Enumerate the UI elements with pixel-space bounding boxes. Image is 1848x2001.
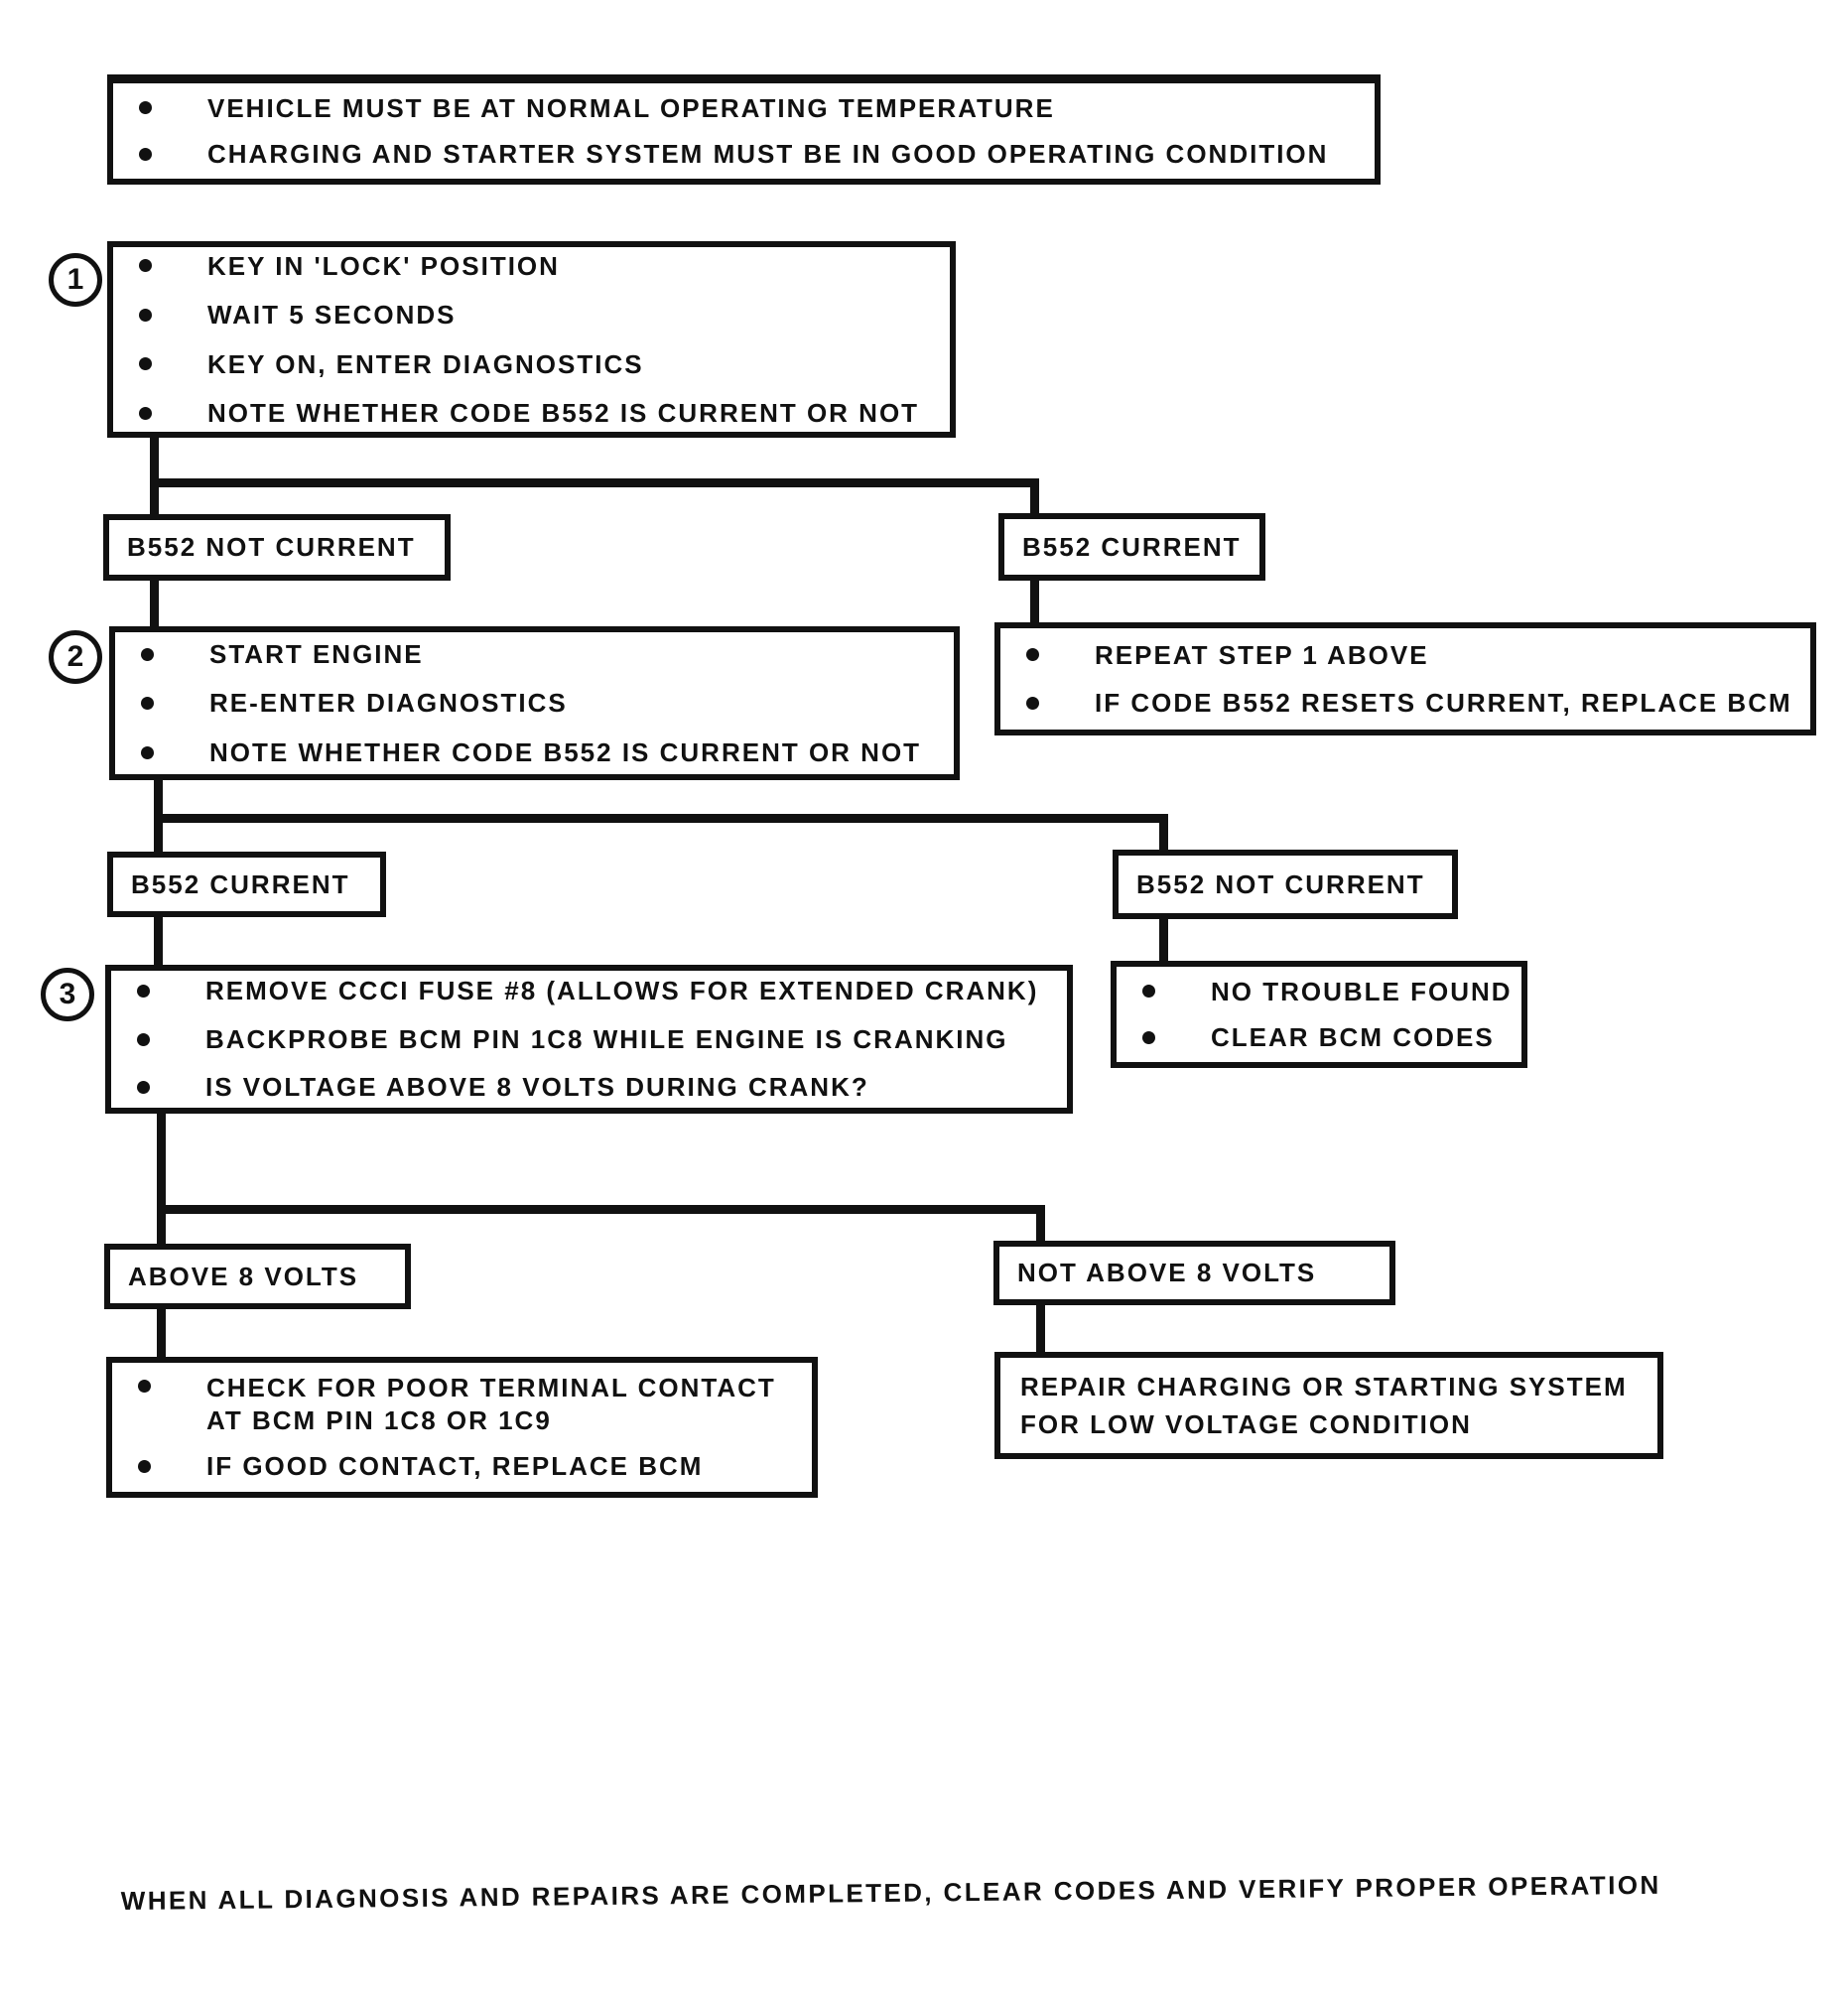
list-item: IF CODE B552 RESETS CURRENT, REPLACE BCM <box>1026 687 1810 720</box>
step1-number-circle: 1 <box>49 253 102 307</box>
bullet-icon <box>1026 696 1039 710</box>
bullet-text: CLEAR BCM CODES <box>1211 1022 1495 1052</box>
list-item: IF GOOD CONTACT, REPLACE BCM <box>138 1450 812 1483</box>
branch-label-text: B552 CURRENT <box>1022 531 1242 562</box>
step3-number-circle: 3 <box>41 968 94 1021</box>
list-item: KEY ON, ENTER DIAGNOSTICS <box>139 348 950 381</box>
list-item: NOTE WHETHER CODE B552 IS CURRENT OR NOT <box>141 736 954 769</box>
bullet-icon <box>139 406 152 420</box>
bullet-text: KEY IN 'LOCK' POSITION <box>207 250 560 281</box>
list-item: CLEAR BCM CODES <box>1142 1021 1521 1054</box>
connector-current2-down <box>154 915 163 969</box>
list-item: START ENGINE <box>141 638 954 671</box>
connector-branch3-horizontal <box>157 1205 1045 1214</box>
check-contact-box: CHECK FOR POOR TERMINAL CONTACT AT BCM P… <box>106 1357 818 1498</box>
branch-label-text: B552 NOT CURRENT <box>1136 868 1425 899</box>
list-item: KEY IN 'LOCK' POSITION <box>139 250 950 283</box>
connector-notcurrent1-down <box>150 579 159 630</box>
bullet-icon <box>138 1380 151 1394</box>
bullet-icon <box>139 308 152 322</box>
branch3-left-label: ABOVE 8 VOLTS <box>104 1244 411 1309</box>
branch1-right-label: B552 CURRENT <box>998 513 1265 581</box>
list-item: NO TROUBLE FOUND <box>1142 976 1521 1008</box>
connector-branch2-right-down <box>1159 814 1168 854</box>
bullet-icon <box>1142 1030 1155 1044</box>
bullet-icon <box>141 745 154 759</box>
bullet-icon <box>141 697 154 710</box>
bullet-icon <box>139 357 152 371</box>
step-number: 2 <box>66 640 84 673</box>
bullet-text: RE-ENTER DIAGNOSTICS <box>209 688 568 719</box>
bullet-icon <box>137 985 150 998</box>
list-item: REPEAT STEP 1 ABOVE <box>1026 639 1810 672</box>
list-item: BACKPROBE BCM PIN 1C8 WHILE ENGINE IS CR… <box>137 1023 1067 1056</box>
bullet-text: CHARGING AND STARTER SYSTEM MUST BE IN G… <box>207 139 1329 169</box>
bullet-text: REMOVE CCCI FUSE #8 (ALLOWS FOR EXTENDED… <box>205 976 1039 1006</box>
branch-label-text: B552 CURRENT <box>131 868 350 899</box>
step-number: 3 <box>59 978 76 1010</box>
list-item: REMOVE CCCI FUSE #8 (ALLOWS FOR EXTENDED… <box>137 975 1067 1007</box>
step1-box: KEY IN 'LOCK' POSITION WAIT 5 SECONDS KE… <box>107 241 956 438</box>
bullet-icon <box>139 101 152 115</box>
bullet-icon <box>137 1081 150 1094</box>
list-item: NOTE WHETHER CODE B552 IS CURRENT OR NOT <box>139 397 950 430</box>
repeat-step1-box: REPEAT STEP 1 ABOVE IF CODE B552 RESETS … <box>994 622 1816 735</box>
connector-step3-down <box>157 1112 166 1248</box>
bullet-icon <box>1142 985 1155 999</box>
bullet-icon <box>141 647 154 661</box>
connector-branch2-horizontal <box>154 814 1168 823</box>
bullet-text: IF GOOD CONTACT, REPLACE BCM <box>206 1451 704 1482</box>
no-trouble-box: NO TROUBLE FOUND CLEAR BCM CODES <box>1111 961 1527 1068</box>
connector-notcurrent2-down <box>1159 917 1168 965</box>
bullet-text: REPEAT STEP 1 ABOVE <box>1095 639 1429 670</box>
connector-notabove8-down <box>1036 1303 1045 1356</box>
connector-branch1-horizontal <box>150 478 1039 487</box>
repair-text-line: FOR LOW VOLTAGE CONDITION <box>1020 1409 1472 1439</box>
branch-label-text: B552 NOT CURRENT <box>127 532 416 562</box>
step-number: 1 <box>66 263 84 296</box>
repair-charging-box: REPAIR CHARGING OR STARTING SYSTEM FOR L… <box>994 1352 1663 1459</box>
list-item: CHECK FOR POOR TERMINAL CONTACT AT BCM P… <box>138 1372 812 1436</box>
bullet-text: NO TROUBLE FOUND <box>1211 976 1513 1006</box>
bullet-text: START ENGINE <box>209 638 424 669</box>
connector-branch1-right-down <box>1030 478 1039 518</box>
step2-number-circle: 2 <box>49 630 102 684</box>
bullet-icon <box>137 1032 150 1046</box>
bullet-icon <box>1026 648 1039 662</box>
list-item: VEHICLE MUST BE AT NORMAL OPERATING TEMP… <box>139 92 1375 125</box>
bullet-icon <box>139 259 152 273</box>
bullet-text: BACKPROBE BCM PIN 1C8 WHILE ENGINE IS CR… <box>205 1023 1008 1054</box>
list-item: RE-ENTER DIAGNOSTICS <box>141 687 954 720</box>
bullet-text: WAIT 5 SECONDS <box>207 300 457 330</box>
repair-text-line: REPAIR CHARGING OR STARTING SYSTEM <box>1020 1371 1628 1401</box>
connector-branch3-right-down <box>1036 1205 1045 1245</box>
footer-caption: WHEN ALL DIAGNOSIS AND REPAIRS ARE COMPL… <box>120 1869 1661 1916</box>
bullet-text: IS VOLTAGE ABOVE 8 VOLTS DURING CRANK? <box>205 1072 869 1103</box>
bullet-text: NOTE WHETHER CODE B552 IS CURRENT OR NOT <box>209 736 922 767</box>
connector-current1-down <box>1030 579 1039 626</box>
list-item: IS VOLTAGE ABOVE 8 VOLTS DURING CRANK? <box>137 1071 1067 1104</box>
bullet-text: CHECK FOR POOR TERMINAL CONTACT <box>206 1373 776 1403</box>
branch2-left-label: B552 CURRENT <box>107 852 386 917</box>
branch1-left-label: B552 NOT CURRENT <box>103 514 451 581</box>
bullet-icon <box>138 1460 151 1473</box>
bullet-text: VEHICLE MUST BE AT NORMAL OPERATING TEMP… <box>207 92 1055 123</box>
step2-box: START ENGINE RE-ENTER DIAGNOSTICS NOTE W… <box>109 626 960 780</box>
step3-box: REMOVE CCCI FUSE #8 (ALLOWS FOR EXTENDED… <box>105 965 1073 1114</box>
branch2-right-label: B552 NOT CURRENT <box>1113 850 1458 919</box>
bullet-text: NOTE WHETHER CODE B552 IS CURRENT OR NOT <box>207 398 920 428</box>
bullet-text: AT BCM PIN 1C8 OR 1C9 <box>206 1404 552 1435</box>
preconditions-box: VEHICLE MUST BE AT NORMAL OPERATING TEMP… <box>107 74 1381 185</box>
branch-label-text: ABOVE 8 VOLTS <box>128 1261 359 1291</box>
bullet-text: IF CODE B552 RESETS CURRENT, REPLACE BCM <box>1095 688 1792 718</box>
list-item: CHARGING AND STARTER SYSTEM MUST BE IN G… <box>139 138 1375 171</box>
connector-step1-down <box>150 438 159 517</box>
bullet-icon <box>139 147 152 161</box>
list-item: WAIT 5 SECONDS <box>139 299 950 332</box>
branch-label-text: NOT ABOVE 8 VOLTS <box>1017 1258 1317 1287</box>
branch3-right-label: NOT ABOVE 8 VOLTS <box>993 1241 1395 1305</box>
connector-above8-down <box>157 1307 166 1361</box>
bullet-text: KEY ON, ENTER DIAGNOSTICS <box>207 348 644 379</box>
